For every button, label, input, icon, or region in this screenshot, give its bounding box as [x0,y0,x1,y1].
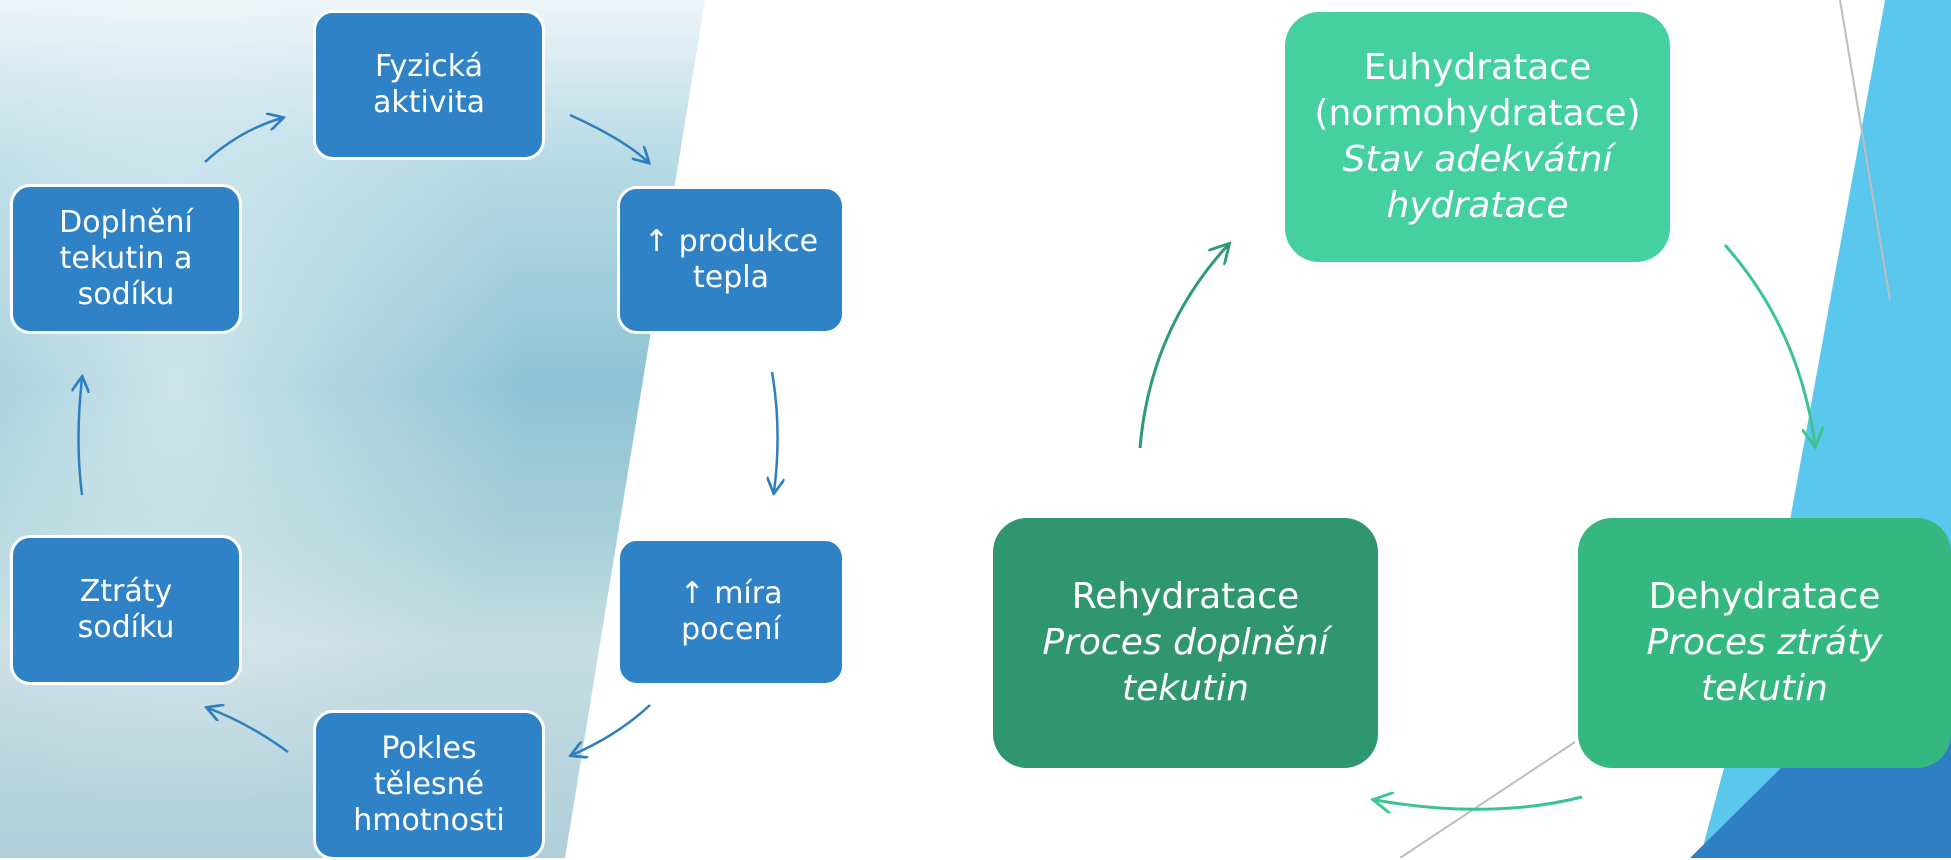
node-label: ↑ míra pocení [679,576,783,647]
node-fluid-sodium-refill: Doplnění tekutin a sodíku [10,184,242,334]
node-subtitle: Proces doplnění tekutin [1042,622,1329,709]
node-title: Rehydratace [1071,576,1300,617]
node-sodium-loss: Ztráty sodíku [10,535,242,685]
node-heat-production: ↑ produkce tepla [617,186,845,334]
node-physical-activity: Fyzická aktivita [313,10,545,160]
arrow-sweat-to-weightloss [572,704,651,755]
node-title: Dehydratace [1648,576,1881,617]
node-sweat-rate: ↑ míra pocení [617,538,845,686]
arrow-activity-to-heat [569,113,648,162]
node-dehydration: Dehydratace Proces ztráty tekutin [1578,518,1951,768]
arrow-refill-to-activity [204,118,282,163]
node-label: Fyzická aktivita [372,49,486,120]
node-weight-loss: Pokles tělesné hmotnosti [313,710,545,860]
node-subtitle: Stav adekvátní hydratace [1342,139,1613,226]
node-label: Pokles tělesné hmotnosti [353,731,505,838]
arrow-euhydration-to-dehydration [1723,244,1815,445]
node-subtitle: Proces ztráty tekutin [1646,622,1883,709]
node-label: Doplnění tekutin a sodíku [59,205,193,312]
arrow-rehydration-to-euhydration [1138,245,1228,449]
node-label: ↑ produkce tepla [643,224,819,295]
node-title: Euhydratace (normohydratace) [1314,47,1641,134]
arrow-sodium-to-refill [79,378,83,496]
node-label: Ztráty sodíku [77,574,175,645]
divider-line-2 [1399,741,1576,858]
divider-line-1 [1839,0,1891,301]
node-rehydration: Rehydratace Proces doplnění tekutin [993,518,1378,768]
node-euhydration: Euhydratace (normohydratace) Stav adekvá… [1285,12,1670,262]
arrow-dehydration-to-rehydration [1375,797,1583,809]
arrow-heat-to-sweat [772,371,778,492]
arrow-weightloss-to-sodium [208,708,289,754]
